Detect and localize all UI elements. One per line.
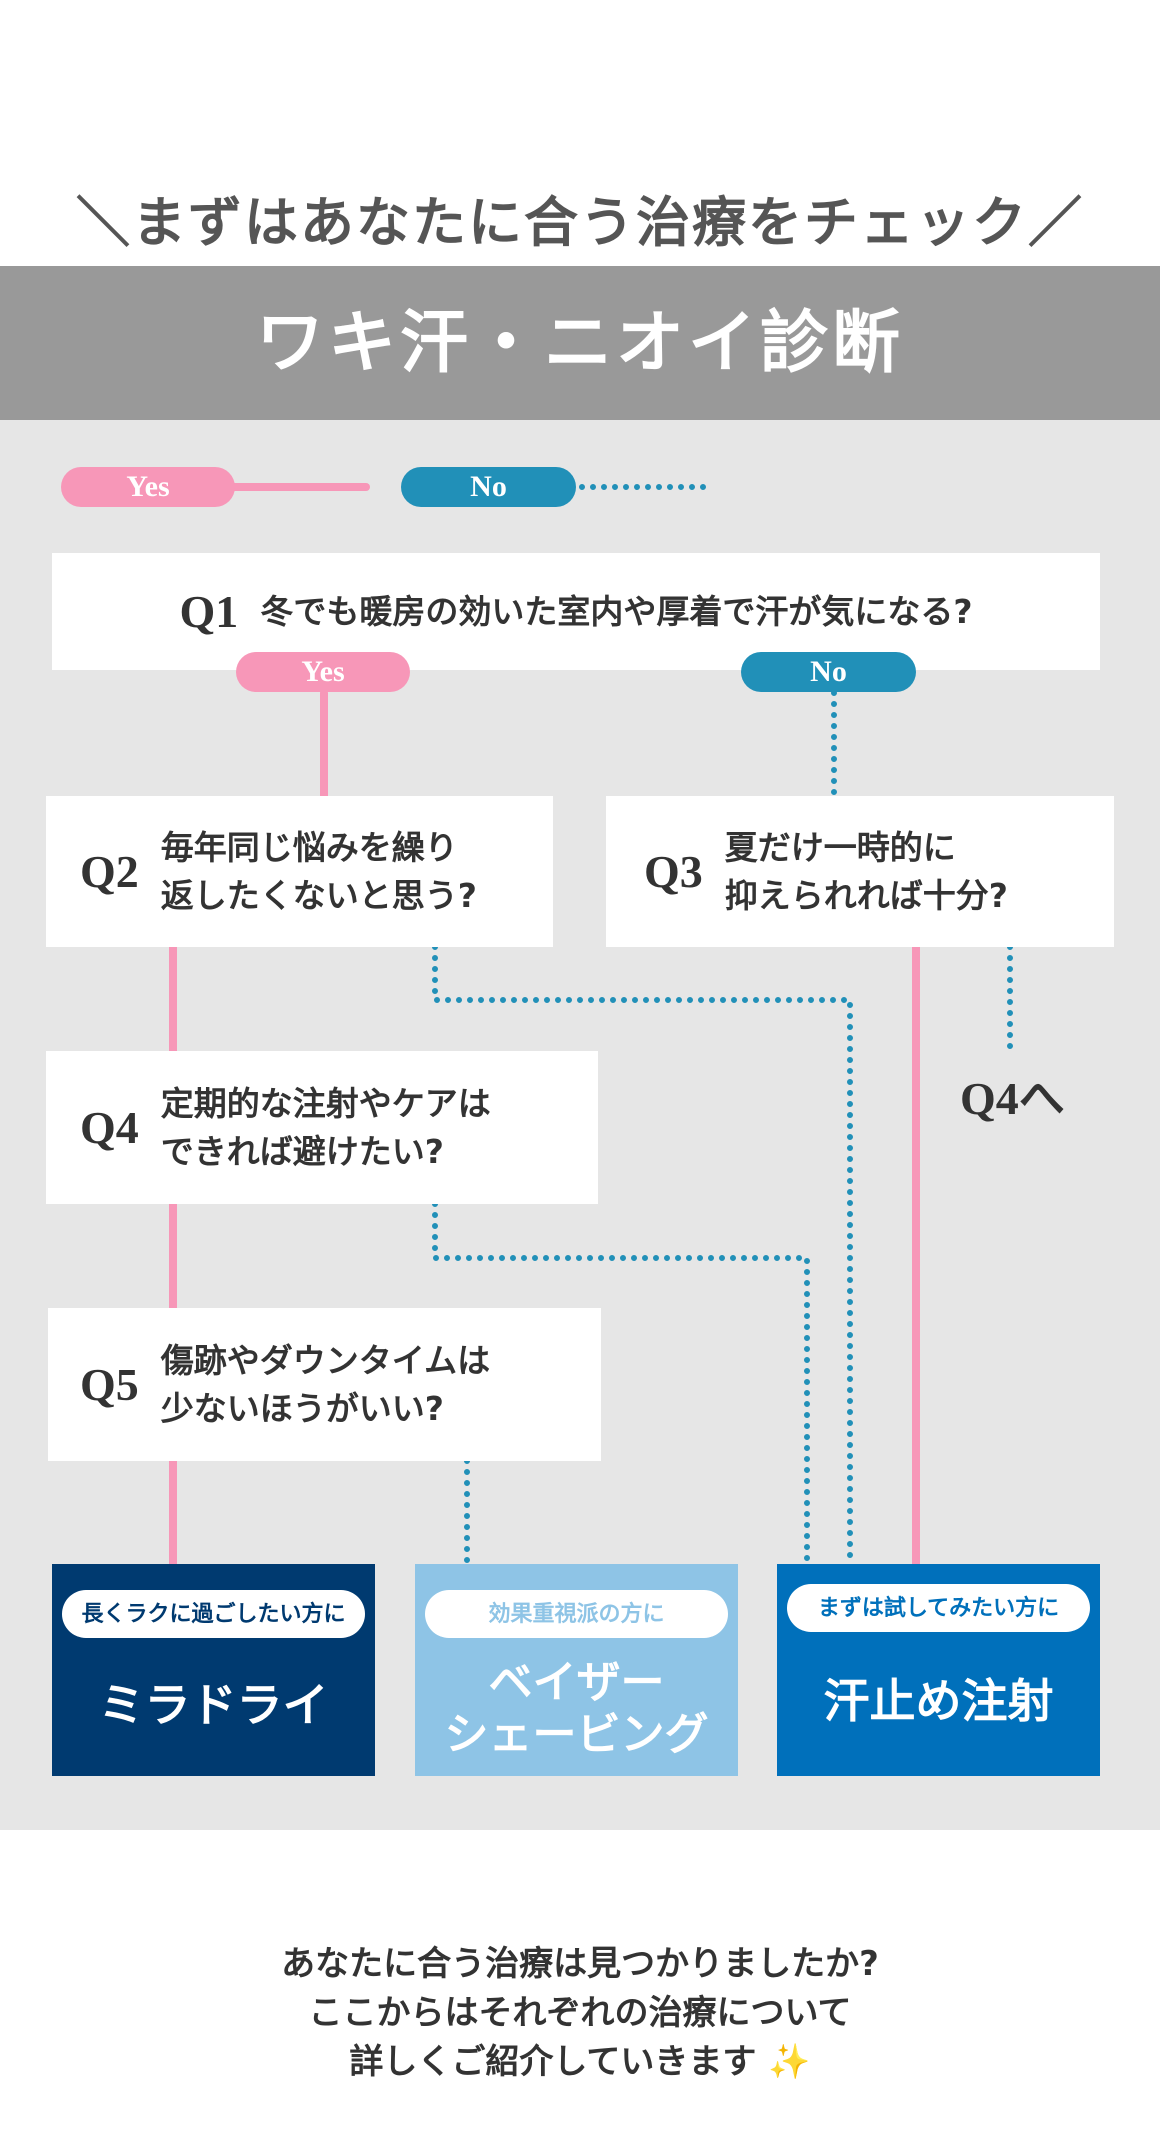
question-text: 冬でも暖房の効いた室内や厚着で汗が気になる? <box>260 591 973 631</box>
sparkle-icon: ✨ <box>768 2042 811 2082</box>
q2-no-dots <box>432 944 853 1567</box>
question-q4: Q4 定期的な注射やケアはできれば避けたい? <box>46 1051 598 1204</box>
q1-yes-label: Yes <box>236 652 410 692</box>
result-name: シェービング <box>444 1709 709 1760</box>
result-vaser-shaving[interactable]: 効果重視派の方に ベイザー シェービング <box>415 1564 738 1776</box>
subtitle: ＼まずはあなたに合う治療をチェック／ <box>76 190 1084 254</box>
result-tag: まずは試してみたい方に <box>787 1584 1090 1632</box>
question-number: Q3 <box>644 846 703 897</box>
question-text: 傷跡やダウンタイムは <box>160 1340 491 1380</box>
legend-no: No <box>401 467 576 507</box>
question-text: 毎年同じ悩みを繰り <box>160 827 458 867</box>
question-text: 夏だけ一時的に <box>724 827 956 867</box>
result-miradry[interactable]: 長くラクに過ごしたい方に ミラドライ <box>52 1564 375 1776</box>
closing-line: あなたに合う治療は見つかりましたか? <box>281 1944 879 1984</box>
page-title: ワキ汗・ニオイ診断 <box>0 266 1160 420</box>
closing-line: 詳しくご紹介していきます <box>349 2042 757 2082</box>
question-q1: Q1 冬でも暖房の効いた室内や厚着で汗が気になる? <box>52 553 1100 670</box>
result-sweat-injection[interactable]: まずは試してみたい方に 汗止め注射 <box>777 1564 1100 1776</box>
result-tag: 効果重視派の方に <box>425 1590 728 1638</box>
question-number: Q4 <box>80 1102 139 1153</box>
question-text: 定期的な注射やケアは <box>160 1083 491 1123</box>
question-number: Q2 <box>80 846 139 897</box>
result-name: ミラドライ <box>98 1678 329 1732</box>
legend-yes: Yes <box>61 467 235 507</box>
question-text: できれば避けたい? <box>160 1131 444 1171</box>
question-number: Q1 <box>179 586 239 637</box>
closing-line: ここからはそれぞれの治療について <box>308 1993 852 2033</box>
q1-no-label: No <box>741 652 916 692</box>
question-q2: Q2 毎年同じ悩みを繰り返したくないと思う? <box>46 796 553 947</box>
result-name: 汗止め注射 <box>823 1674 1054 1728</box>
question-q5: Q5 傷跡やダウンタイムは少ないほうがいい? <box>48 1308 601 1461</box>
question-text: 少ないほうがいい? <box>160 1388 444 1428</box>
question-number: Q5 <box>80 1359 139 1410</box>
goto-q4-label: Q4へ <box>960 1073 1065 1124</box>
question-q3: Q3 夏だけ一時的に抑えられれば十分? <box>606 796 1114 947</box>
closing-message: あなたに合う治療は見つかりましたか? ここからはそれぞれの治療について 詳しくご… <box>0 1940 1160 2087</box>
result-tag: 長くラクに過ごしたい方に <box>62 1590 365 1638</box>
question-text: 返したくないと思う? <box>160 875 477 915</box>
q4-no-dots <box>432 1201 810 1567</box>
question-text: 抑えられれば十分? <box>724 875 1008 915</box>
result-name: ベイザー <box>488 1657 665 1708</box>
